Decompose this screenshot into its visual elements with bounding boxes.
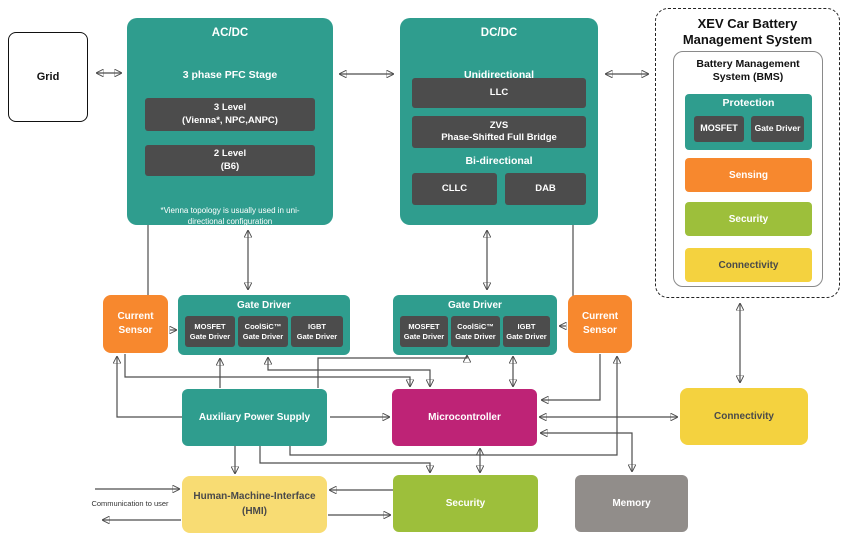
- cell-line: Gate Driver: [189, 331, 231, 341]
- acdc-block: AC/DC 3 phase PFC Stage 3 Level (Vienna*…: [127, 18, 333, 228]
- dcdc-dab-block: DAB: [505, 173, 586, 205]
- gate-driver-right-mosfet: MOSFET Gate Driver: [400, 316, 448, 347]
- acdc-3level-line2: (Vienna*, NPC,ANPC): [182, 114, 278, 126]
- current-sensor-left-line2: Sensor: [118, 325, 153, 336]
- current-sensor-left: Current Sensor: [103, 295, 168, 353]
- cell-line: Gate Driver: [506, 331, 547, 341]
- dcdc-llc-block: LLC: [412, 78, 586, 108]
- current-sensor-right-line2: Sensor: [583, 325, 617, 336]
- cell-line: MOSFET: [408, 321, 440, 331]
- cell-line: IGBT: [308, 321, 326, 331]
- acdc-footnote: *Vienna topology is usually used in uni-…: [127, 206, 333, 228]
- xev-bms-box: XEV Car Battery Management System Batter…: [655, 8, 840, 298]
- acdc-footnote-line2: directional configuration: [187, 216, 273, 226]
- cell-line: Gate Driver: [296, 331, 338, 341]
- connector: [117, 357, 182, 418]
- gate-driver-left-title: Gate Driver: [237, 300, 291, 311]
- acdc-footnote-line1: *Vienna topology is usually used in uni-: [160, 206, 300, 215]
- acdc-3level-line1: 3 Level: [213, 102, 247, 114]
- cell-line: MOSFET: [194, 321, 226, 331]
- gate-driver-right-title: Gate Driver: [448, 300, 502, 311]
- dcdc-cllc-block: CLLC: [412, 173, 497, 205]
- dcdc-zvs-block: ZVS Phase-Shifted Full Bridge: [412, 116, 586, 148]
- acdc-3level-block: 3 Level (Vienna*, NPC,ANPC): [145, 98, 315, 131]
- grid-label: Grid: [36, 71, 60, 83]
- dcdc-zvs-line2: Phase-Shifted Full Bridge: [441, 132, 557, 143]
- connector: [317, 356, 467, 388]
- dcdc-block: DC/DC Unidirectional LLC ZVS Phase-Shift…: [400, 18, 598, 225]
- bms-sensing-block: Sensing: [685, 158, 812, 192]
- connector: [542, 354, 601, 400]
- hmi-block: Human-Machine-Interface (HMI): [182, 476, 327, 533]
- cell-line: Gate Driver: [455, 331, 496, 341]
- connector: [541, 433, 632, 471]
- bms-gate-driver-block: Gate Driver: [751, 116, 804, 142]
- grid-block: Grid: [8, 32, 88, 122]
- dcdc-bidirectional-label: Bi-directional: [465, 155, 533, 167]
- bms-inner-title-line2: System (BMS): [712, 71, 784, 84]
- bms-inner-box: Battery Management System (BMS) Protecti…: [673, 51, 823, 287]
- hmi-line1: Human-Machine-Interface: [193, 491, 316, 502]
- microcontroller-block: Microcontroller: [392, 389, 537, 446]
- connectivity-block: Connectivity: [680, 388, 808, 445]
- connector: [259, 446, 430, 472]
- auxiliary-power-supply-block: Auxiliary Power Supply: [182, 389, 327, 446]
- acdc-title: AC/DC: [211, 27, 249, 39]
- current-sensor-right: Current Sensor: [568, 295, 632, 353]
- gate-driver-left-igbt: IGBT Gate Driver: [291, 316, 343, 347]
- cell-line: CoolSiC™: [244, 321, 282, 331]
- acdc-2level-line1: 2 Level: [213, 148, 247, 160]
- xev-bms-title-line1: XEV Car Battery: [697, 16, 798, 31]
- cell-line: CoolSiC™: [457, 321, 494, 331]
- bms-inner-title: Battery Management System (BMS): [674, 58, 822, 84]
- connector: [289, 357, 617, 456]
- gate-driver-left-mosfet: MOSFET Gate Driver: [185, 316, 235, 347]
- security-block: Security: [393, 475, 538, 532]
- hmi-line2: (HMI): [242, 505, 267, 517]
- cell-line: IGBT: [517, 321, 536, 331]
- bms-inner-title-line1: Battery Management: [696, 58, 800, 70]
- connector: [268, 358, 430, 386]
- acdc-2level-line2: (B6): [220, 160, 240, 172]
- gate-driver-right-igbt: IGBT Gate Driver: [503, 316, 550, 347]
- gate-driver-right-block: Gate Driver MOSFET Gate Driver CoolSiC™ …: [393, 295, 557, 355]
- bms-connectivity-block: Connectivity: [685, 248, 812, 282]
- memory-block: Memory: [575, 475, 688, 532]
- xev-bms-title-line2: Management System: [682, 32, 813, 48]
- bms-protection-block: Protection MOSFET Gate Driver: [685, 94, 812, 150]
- acdc-subtitle: 3 phase PFC Stage: [182, 69, 278, 81]
- gate-driver-right-coolsic: CoolSiC™ Gate Driver: [451, 316, 500, 347]
- connector: [124, 354, 410, 386]
- bms-protection-title: Protection: [722, 97, 775, 109]
- dcdc-zvs-line1: ZVS: [489, 119, 509, 131]
- current-sensor-left-line1: Current: [117, 311, 154, 322]
- dcdc-title: DC/DC: [480, 27, 518, 39]
- current-sensor-right-line1: Current: [581, 311, 619, 322]
- cell-line: Gate Driver: [242, 331, 284, 341]
- xev-bms-title: XEV Car Battery Management System: [656, 16, 839, 49]
- acdc-2level-block: 2 Level (B6): [145, 145, 315, 176]
- bms-security-block: Security: [685, 202, 812, 236]
- gate-driver-left-coolsic: CoolSiC™ Gate Driver: [238, 316, 288, 347]
- cell-line: Gate Driver: [403, 331, 445, 341]
- gate-driver-left-block: Gate Driver MOSFET Gate Driver CoolSiC™ …: [178, 295, 350, 355]
- bms-mosfet-block: MOSFET: [694, 116, 744, 142]
- communication-to-user-label: Communication to user: [91, 499, 169, 508]
